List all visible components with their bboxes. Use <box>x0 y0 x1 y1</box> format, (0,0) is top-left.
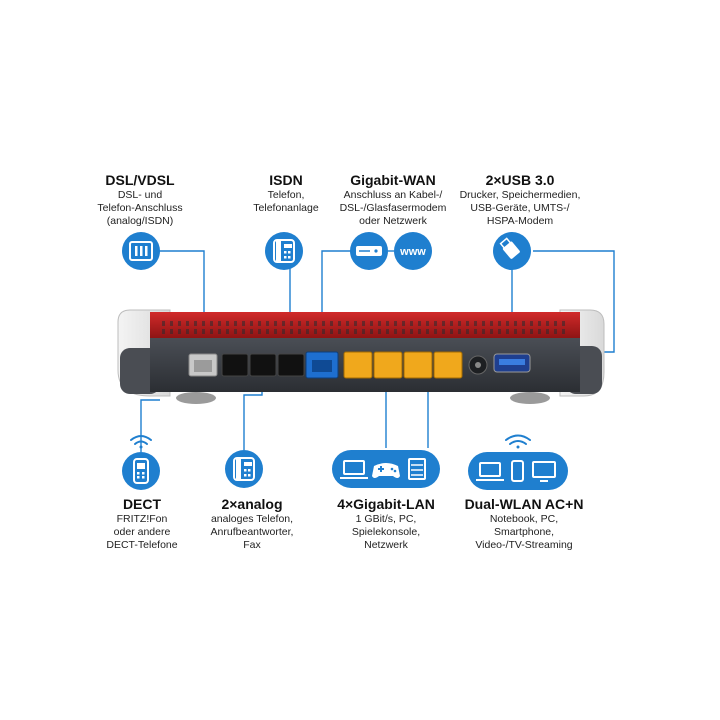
fon-ports <box>221 353 305 377</box>
feature-title: DECT <box>122 496 162 512</box>
server-icon <box>408 458 426 480</box>
lan-ports <box>343 351 463 379</box>
wlan-devices-icon <box>468 452 568 490</box>
feature-desc-line: (analog/ISDN) <box>106 215 174 227</box>
feature-gigabit-lan: 4×Gigabit-LAN 1 GBit/s, PC, Spielekonsol… <box>318 496 454 552</box>
wifi-icon <box>505 434 531 449</box>
feature-dsl-vdsl: DSL/VDSL DSL- und Telefon-Anschluss (ana… <box>70 172 210 228</box>
smartphone-icon <box>511 460 524 482</box>
desk-phone-icon <box>265 232 303 270</box>
feature-title: Gigabit-WAN <box>350 172 436 188</box>
feature-desc-line: Anschluss an Kabel-/ <box>343 189 443 201</box>
feature-desc-line: Netzwerk <box>364 539 408 551</box>
connector-line-dect <box>140 399 160 452</box>
feature-desc-line: Telefon-Anschluss <box>97 202 183 214</box>
feature-desc-line: Spielekonsole, <box>351 526 421 538</box>
feature-desc-line: DECT-Telefone <box>106 539 178 551</box>
wifi-icon <box>130 435 152 449</box>
feature-desc-line: 1 GBit/s, PC, <box>355 513 417 525</box>
modem-icon <box>350 232 388 270</box>
feature-desc-line: Fax <box>243 539 261 551</box>
power-jack <box>468 355 488 375</box>
feature-title: DSL/VDSL <box>105 172 175 188</box>
laptop-icon <box>476 462 504 481</box>
feature-desc-line: Video-/TV-Streaming <box>475 539 573 551</box>
tv-icon <box>532 461 556 482</box>
feature-desc-line: FRITZ!Fon <box>116 513 168 525</box>
dsl-port <box>188 353 218 377</box>
feature-desc-line: Telefon, <box>267 189 305 201</box>
feature-dect: DECT FRITZ!Fon oder andere DECT-Telefone <box>80 496 204 552</box>
feature-desc-line: DSL-/Glasfasermodem <box>339 202 447 214</box>
dsl-icon <box>122 232 160 270</box>
feature-title: ISDN <box>269 172 303 188</box>
router <box>117 309 605 404</box>
feature-desc-line: Drucker, Speichermedien, <box>459 189 581 201</box>
feature-analog: 2×analog analoges Telefon, Anrufbeantwor… <box>184 496 320 552</box>
feature-desc-line: oder Netzwerk <box>359 215 427 227</box>
usb-stick-icon <box>493 232 531 270</box>
feature-desc-line: Telefonanlage <box>253 202 319 214</box>
feature-desc-line: Smartphone, <box>493 526 555 538</box>
feature-dual-wlan: Dual-WLAN AC+N Notebook, PC, Smartphone,… <box>446 496 602 552</box>
feature-title: 2×analog <box>221 496 283 512</box>
internet-icon: www <box>394 232 432 270</box>
feature-isdn: ISDN Telefon, Telefonanlage <box>226 172 346 215</box>
feature-desc-line: DSL- und <box>117 189 163 201</box>
analog-phone-icon <box>225 450 263 488</box>
feature-desc-line: analoges Telefon, <box>210 513 294 525</box>
feature-title: 4×Gigabit-LAN <box>337 496 435 512</box>
feature-usb: 2×USB 3.0 Drucker, Speichermedien, USB-G… <box>440 172 600 228</box>
feature-title: 2×USB 3.0 <box>485 172 555 188</box>
gamepad-icon <box>372 463 400 478</box>
feature-title: Dual-WLAN AC+N <box>464 496 584 512</box>
usb-port <box>493 353 531 373</box>
feature-desc-line: oder andere <box>113 526 171 538</box>
wan-port <box>305 351 339 379</box>
feature-desc-line: Anrufbeantworter, <box>210 526 294 538</box>
lan-devices-icon <box>332 450 440 488</box>
feature-desc-line: USB-Geräte, UMTS-/ <box>470 202 570 214</box>
laptop-icon <box>340 460 368 479</box>
www-label: www <box>399 246 426 258</box>
dect-phone-icon <box>122 452 160 490</box>
feature-desc-line: Notebook, PC, <box>489 513 559 525</box>
feature-gigabit-wan: Gigabit-WAN Anschluss an Kabel-/ DSL-/Gl… <box>318 172 468 228</box>
feature-desc-line: HSPA-Modem <box>486 215 554 227</box>
connector-line-usb <box>533 250 615 353</box>
